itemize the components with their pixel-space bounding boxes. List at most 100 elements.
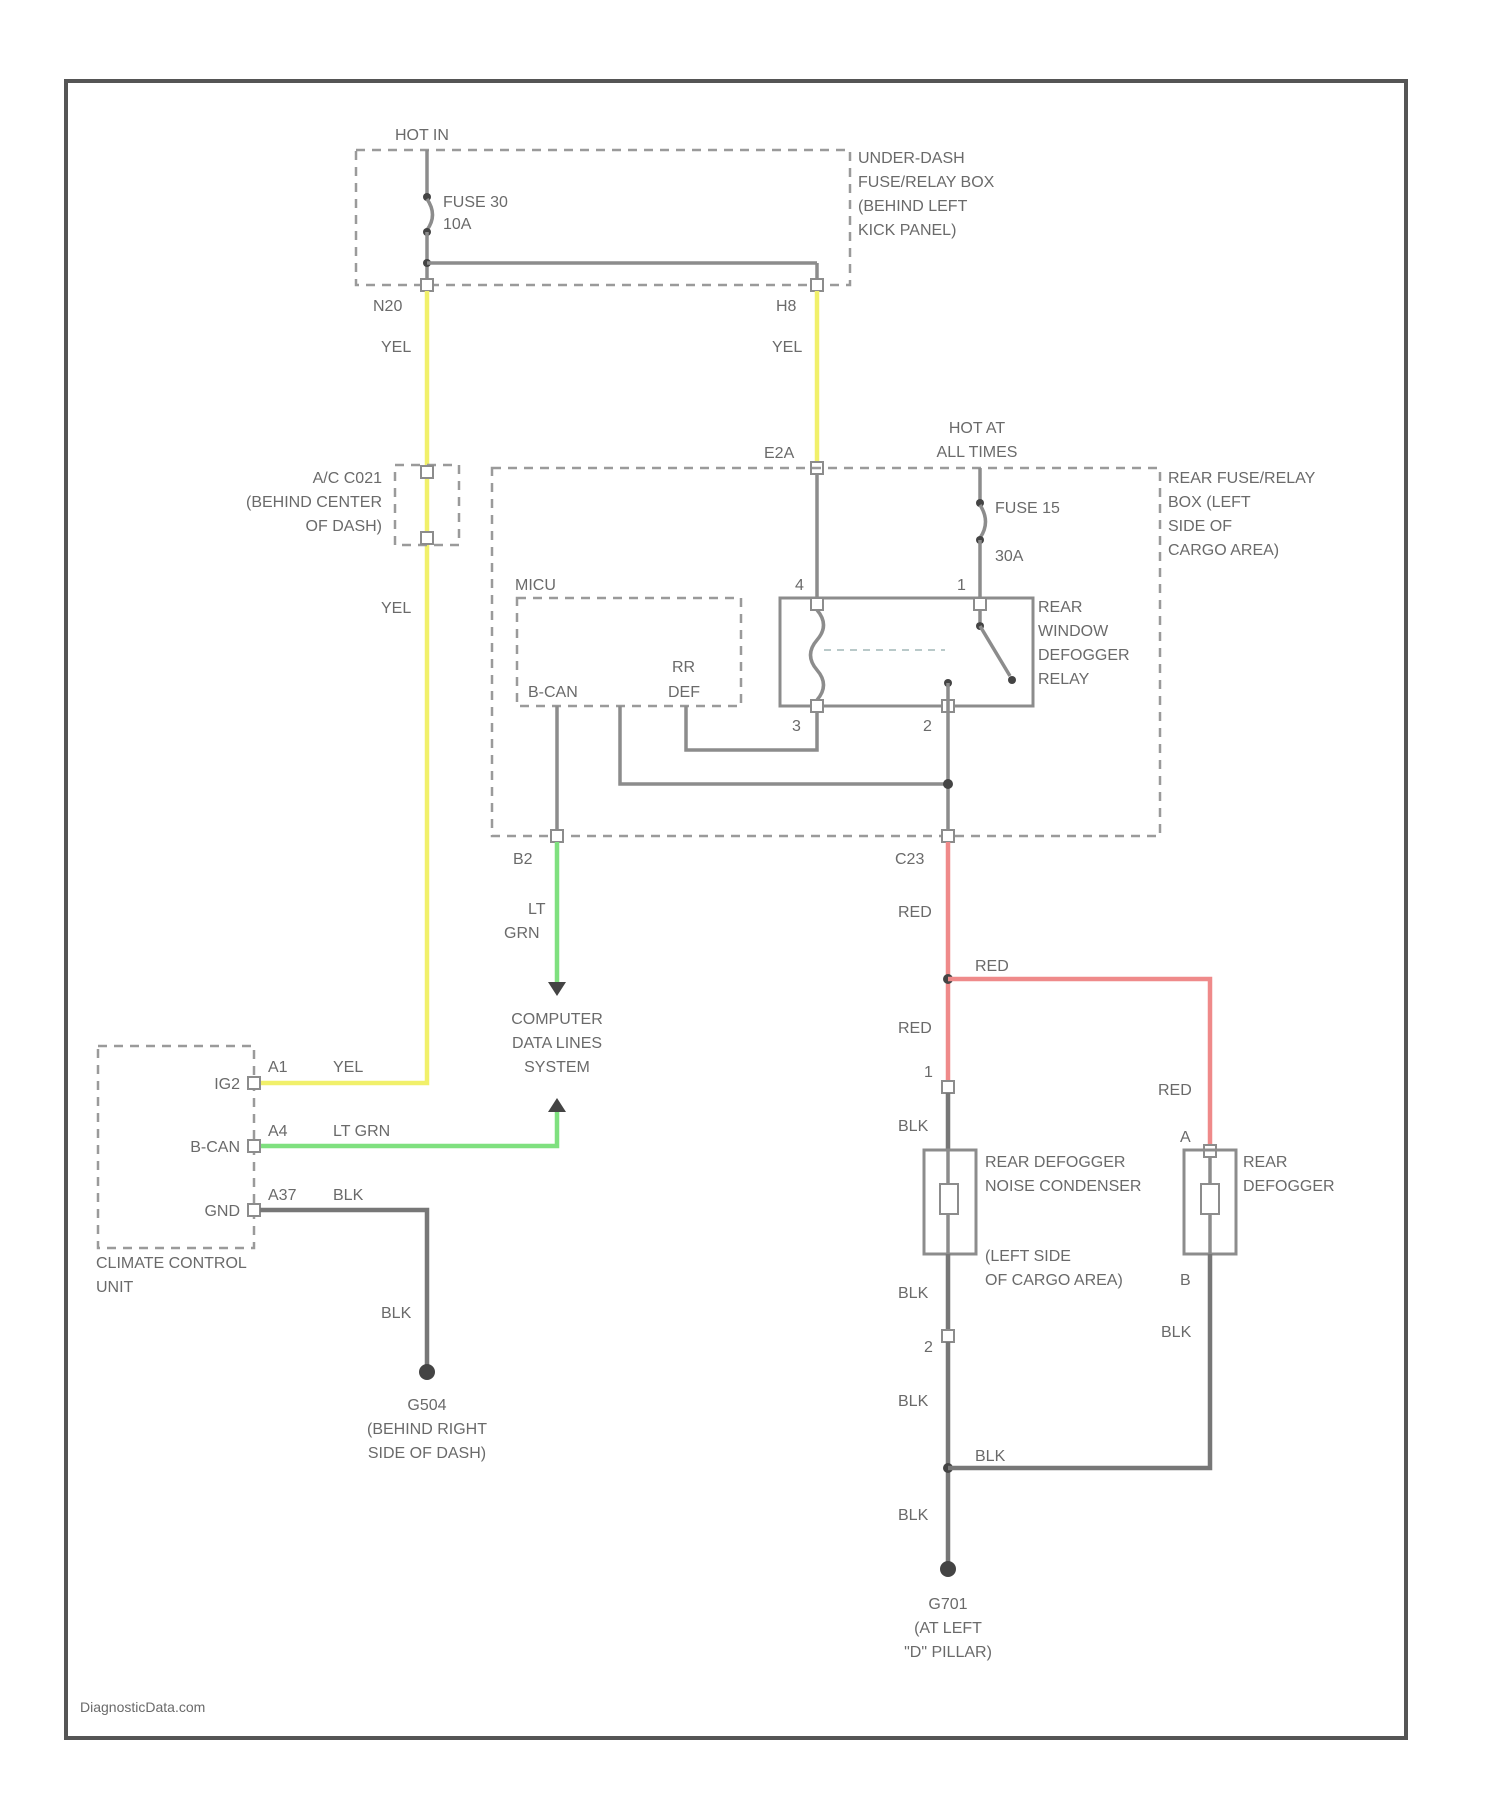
- climate-pin-a4: [248, 1140, 260, 1152]
- g504-line-3: SIDE OF DASH): [368, 1445, 486, 1462]
- data-lines-line-1: COMPUTER: [511, 1011, 603, 1028]
- defogger-pin-b-label: B: [1180, 1272, 1191, 1289]
- climate-ig2-label: IG2: [214, 1076, 240, 1093]
- yel-label-3: YEL: [772, 339, 802, 356]
- hot-in-label: HOT IN: [395, 127, 449, 144]
- pin-n20-label: N20: [373, 298, 402, 315]
- micu-rr-def-line-2: DEF: [668, 684, 700, 701]
- relay-pin-1-label: 1: [957, 577, 966, 594]
- climate-pin-a37: [248, 1204, 260, 1216]
- fuse-15-amp-label: 30A: [995, 548, 1024, 565]
- rear-fuse-box-line-2: BOX (LEFT: [1168, 494, 1251, 511]
- relay-pin-3: [811, 700, 823, 712]
- g701-line-2: (AT LEFT: [914, 1620, 982, 1637]
- under-dash-box-line-2: FUSE/RELAY BOX: [858, 174, 995, 191]
- blk-label-3: BLK: [898, 1393, 929, 1410]
- fuse-15-element: [980, 505, 986, 538]
- under-dash-box-line-4: KICK PANEL): [858, 222, 956, 239]
- pin-a4-label: A4: [268, 1123, 288, 1140]
- lt-grn-wire-bottom: [260, 1112, 557, 1146]
- relay-pin-4: [811, 598, 823, 610]
- pin-a1-label: A1: [268, 1059, 288, 1076]
- lt-grn-label-short: LT GRN: [333, 1123, 390, 1140]
- ac-c021-line-1: A/C C021: [313, 470, 382, 487]
- ground-g504: [419, 1364, 435, 1380]
- pin-c23-label: C23: [895, 851, 924, 868]
- relay-name-line-3: DEFOGGER: [1038, 647, 1130, 664]
- micu-rr-def-line-1: RR: [672, 659, 695, 676]
- rear-defogger-element: [1201, 1184, 1219, 1214]
- pin-e2a-label: E2A: [764, 445, 795, 462]
- data-lines-arrow-top: [548, 982, 566, 996]
- under-dash-box-line-3: (BEHIND LEFT: [858, 198, 968, 215]
- g701-line-1: G701: [928, 1596, 967, 1613]
- data-lines-line-2: DATA LINES: [512, 1035, 602, 1052]
- noise-condenser-loc-1: (LEFT SIDE: [985, 1248, 1071, 1265]
- lt-grn-label-2: GRN: [504, 925, 540, 942]
- fuse-30-amp-label: 10A: [443, 216, 472, 233]
- data-lines-arrow-bottom: [548, 1098, 566, 1112]
- blk-label-g504: BLK: [381, 1305, 412, 1322]
- relay-switch-contact: [1008, 676, 1016, 684]
- hot-at-all-times-line-2: ALL TIMES: [937, 444, 1018, 461]
- ac-c021-line-2: (BEHIND CENTER: [246, 494, 382, 511]
- g504-line-1: G504: [407, 1397, 446, 1414]
- blk-label-5: BLK: [898, 1507, 929, 1524]
- pin-b2-label: B2: [513, 851, 533, 868]
- red-label-2: RED: [975, 958, 1009, 975]
- ac-c021-line-3: OF DASH): [306, 518, 382, 535]
- red-label-3: RED: [898, 1020, 932, 1037]
- relay-name-line-4: RELAY: [1038, 671, 1090, 688]
- noise-condenser-loc-2: OF CARGO AREA): [985, 1272, 1123, 1289]
- fuse-30-element: [427, 199, 433, 230]
- ground-g701: [940, 1561, 956, 1577]
- watermark: DiagnosticData.com: [80, 1699, 205, 1715]
- pin-a37-label: A37: [268, 1187, 297, 1204]
- gnd-wire-g504: [260, 1210, 427, 1368]
- relay-name-line-1: REAR: [1038, 599, 1082, 616]
- lt-grn-label-1: LT: [528, 901, 546, 918]
- micu-label: MICU: [515, 577, 556, 594]
- blk-label-1: BLK: [898, 1118, 929, 1135]
- nc-pin-1-label: 1: [924, 1064, 933, 1081]
- blk-label-2: BLK: [898, 1285, 929, 1302]
- noise-condenser-line-2: NOISE CONDENSER: [985, 1178, 1141, 1195]
- connector-n20: [421, 279, 433, 291]
- nc-pin-1: [942, 1081, 954, 1093]
- hot-at-all-times-line-1: HOT AT: [949, 420, 1006, 437]
- fuse-30-label: FUSE 30: [443, 194, 508, 211]
- yel-label-2: YEL: [381, 600, 411, 617]
- defogger-pin-a-label: A: [1180, 1129, 1191, 1146]
- rear-fuse-box-line-4: CARGO AREA): [1168, 542, 1279, 559]
- connector-c23: [942, 830, 954, 842]
- relay-switch-arm: [980, 626, 1010, 676]
- pin-h8-label: H8: [776, 298, 797, 315]
- noise-condenser-element: [940, 1184, 958, 1214]
- relay-pin-3-label: 3: [792, 718, 801, 735]
- rear-defogger-line-2: DEFOGGER: [1243, 1178, 1335, 1195]
- red-label-4: RED: [1158, 1082, 1192, 1099]
- noise-condenser-line-1: REAR DEFOGGER: [985, 1154, 1125, 1171]
- relay-pin-2-label: 2: [923, 718, 932, 735]
- climate-unit-line-2: UNIT: [96, 1279, 134, 1296]
- relay-pin-1: [974, 598, 986, 610]
- diagram-frame: [66, 81, 1406, 1738]
- yel-label-short: YEL: [333, 1059, 363, 1076]
- red-wire-branch: [948, 979, 1210, 1145]
- climate-bcan-label: B-CAN: [190, 1139, 240, 1156]
- ac-c021-pin-bottom: [421, 532, 433, 544]
- relay-pin-4-label: 4: [795, 577, 804, 594]
- relay-name-line-2: WINDOW: [1038, 623, 1109, 640]
- micu-b-can-label: B-CAN: [528, 684, 578, 701]
- under-dash-box-line-1: UNDER-DASH: [858, 150, 965, 167]
- climate-gnd-label: GND: [204, 1203, 240, 1220]
- yel-wire-left: [260, 291, 427, 1083]
- red-label-1: RED: [898, 904, 932, 921]
- blk-label-6: BLK: [1161, 1324, 1192, 1341]
- blk-label-4: BLK: [975, 1448, 1006, 1465]
- climate-pin-a1: [248, 1077, 260, 1089]
- yel-label-1: YEL: [381, 339, 411, 356]
- sense-junction: [943, 779, 953, 789]
- ac-c021-pin-top: [421, 466, 433, 478]
